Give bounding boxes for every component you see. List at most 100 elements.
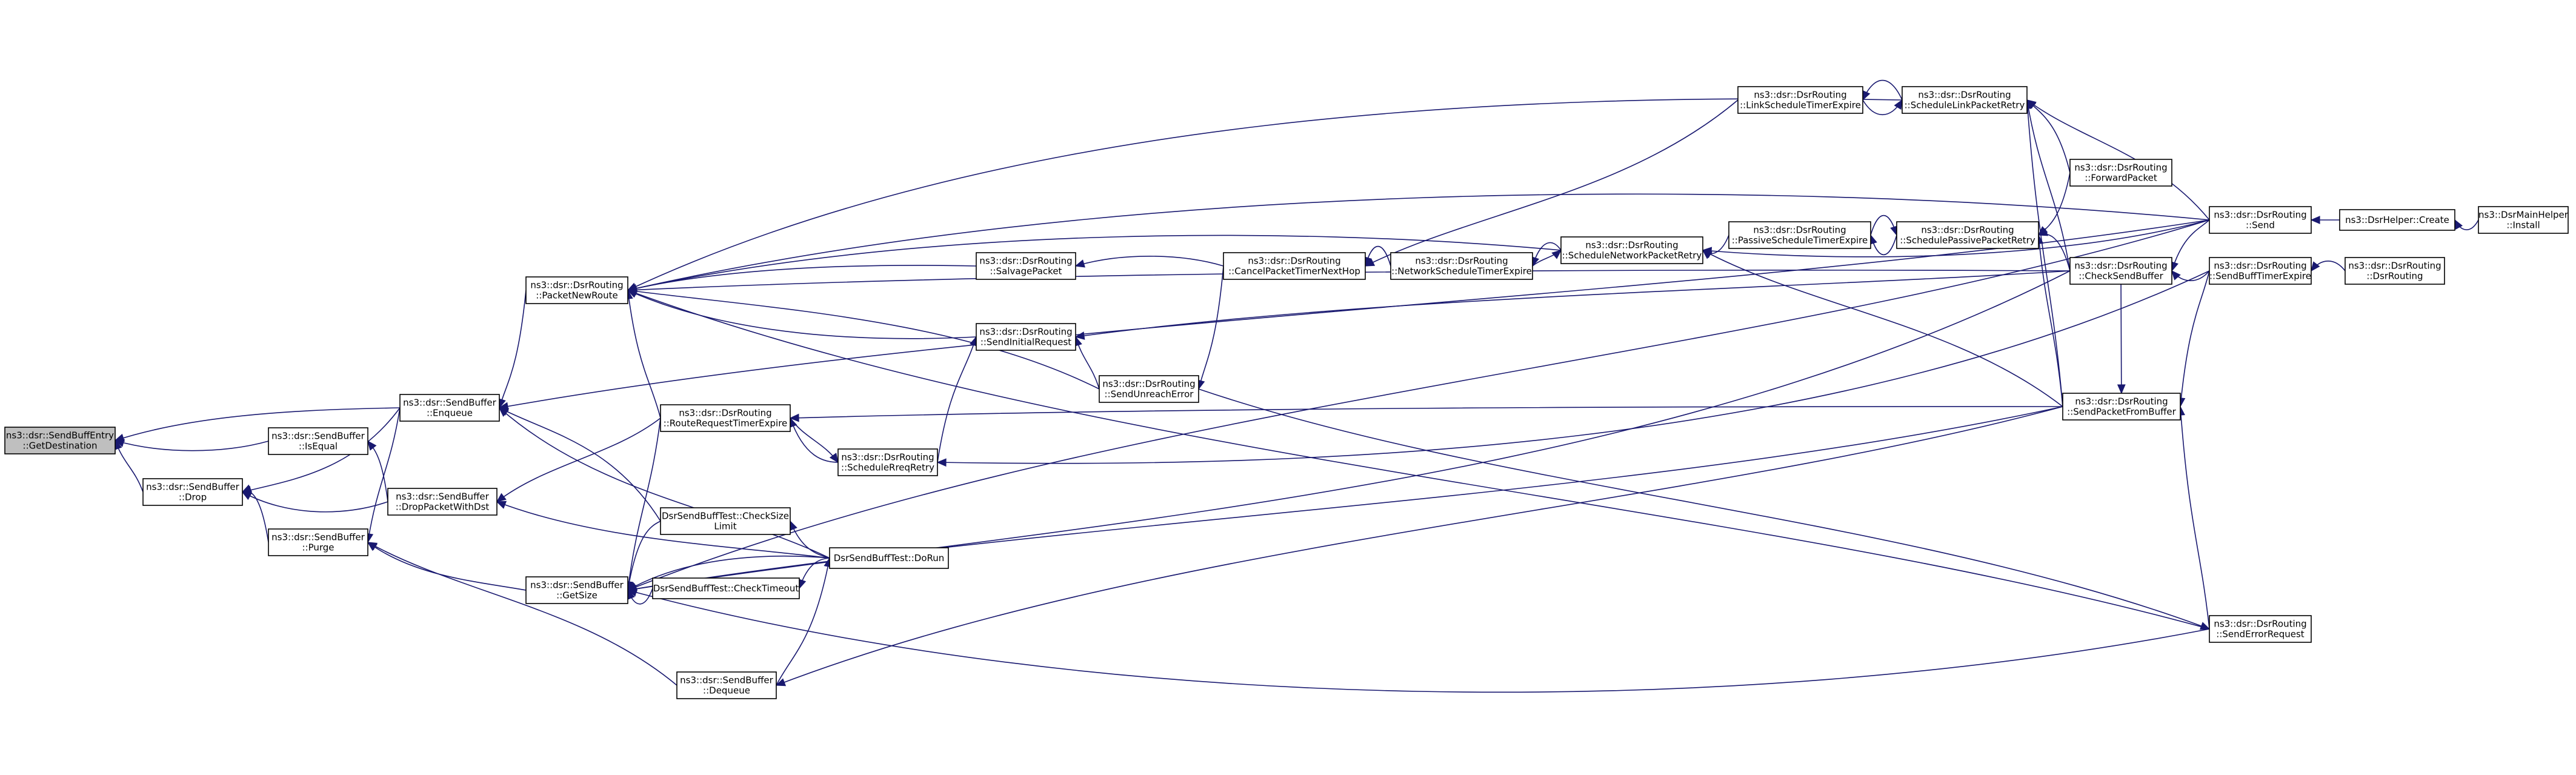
node-getdest[interactable]: ns3::dsr::SendBuffEntry::GetDestination [4,427,116,454]
edge-isequal-to-getdest [115,440,269,451]
node-box-sendunreach[interactable] [1099,375,1199,403]
node-box-schedpassive[interactable] [1896,221,2039,249]
node-netsched[interactable]: ns3::dsr::DsrRouting::NetworkScheduleTim… [1390,252,1533,280]
node-label-checksend-1: ::CheckSendBuffer [2078,271,2163,282]
arrowhead-sendunreach-to-senderror [2199,622,2211,630]
node-box-getdest[interactable] [4,427,116,454]
node-box-cancelpkt[interactable] [1223,252,1366,280]
edge-sendpktbuf-to-schedlink [2026,99,2063,407]
node-box-dequeue[interactable] [676,671,777,699]
node-label-sendbufftimer-1: ::SendBuffTimerExpire [2209,271,2311,282]
node-box-salvage[interactable] [976,252,1076,280]
node-helpercreate[interactable]: ns3::DsrHelper::Create [2339,209,2455,231]
arrowhead-send-to-enqueue [498,402,509,411]
node-box-checktimeout[interactable] [652,577,800,599]
edge-send-to-enqueue [499,219,2210,408]
edge-sendunreach-to-packetnewroute [627,290,1100,390]
node-box-getsize[interactable] [525,576,628,604]
node-senderror[interactable]: ns3::dsr::DsrRouting::SendErrorRequest [2209,615,2312,643]
node-box-senderror[interactable] [2209,615,2312,643]
node-box-send[interactable] [2209,206,2312,234]
node-getsize[interactable]: ns3::dsr::SendBuffer::GetSize [525,576,628,604]
node-box-mainhelper[interactable] [2478,206,2569,234]
node-box-netsched[interactable] [1390,252,1533,280]
node-dequeue[interactable]: ns3::dsr::SendBuffer::Dequeue [676,671,777,699]
node-box-droppkt[interactable] [387,488,498,516]
node-box-passivesched[interactable] [1728,221,1871,249]
edge-routereqtimer-to-schedulereq [790,417,839,463]
node-label-mainhelper-0: ns3::DsrMainHelper [2478,210,2569,221]
node-salvage[interactable]: ns3::dsr::DsrRouting::SalvagePacket [976,252,1076,280]
node-linksched[interactable]: ns3::dsr::DsrRouting::LinkScheduleTimerE… [1737,86,1863,114]
node-drop[interactable]: ns3::dsr::SendBuffer::Drop [142,478,243,506]
edge-sendpktbuf-to-dequeue [776,406,2063,686]
node-box-packetnewroute[interactable] [525,276,628,304]
node-droppkt[interactable]: ns3::dsr::SendBuffer::DropPacketWithDst [387,488,498,516]
node-dsrrouting[interactable]: ns3::dsr::DsrRouting::DsrRouting [2345,257,2445,285]
edge-dequeue-to-purge [367,542,677,686]
node-sendunreach[interactable]: ns3::dsr::DsrRouting::SendUnreachError [1099,375,1199,403]
node-forward[interactable]: ns3::dsr::DsrRouting::ForwardPacket [2069,159,2172,187]
nodes-layer: ns3::dsr::SendBuffEntry::GetDestinationn… [4,86,2569,699]
edge-getsize-to-purge [367,542,527,591]
node-box-linksched[interactable] [1737,86,1863,114]
node-dorun[interactable]: DsrSendBuffTest::DoRun [829,547,949,569]
node-purge[interactable]: ns3::dsr::SendBuffer::Purge [268,528,368,556]
node-label-getdest-1: ::GetDestination [23,441,98,451]
node-label-schedpassive-0: ns3::dsr::DsrRouting [1921,225,2014,236]
edge-passivesched-to-schedpassive [1870,215,1897,236]
node-box-dsrrouting[interactable] [2345,257,2445,285]
node-box-purge[interactable] [268,528,368,556]
node-checksend[interactable]: ns3::dsr::DsrRouting::CheckSendBuffer [2069,257,2172,285]
node-label-sendunreach-1: ::SendUnreachError [1105,389,1194,400]
node-sendpktbuf[interactable]: ns3::dsr::DsrRouting::SendPacketFromBuff… [2062,393,2181,421]
node-isequal[interactable]: ns3::dsr::SendBuffer::IsEqual [268,427,368,455]
node-label-dorun-0: DsrSendBuffTest::DoRun [834,553,945,564]
node-cancelpkt[interactable]: ns3::dsr::DsrRouting::CancelPacketTimerN… [1223,252,1366,280]
arrowhead-sendbufftimer-to-schedulereq [936,458,947,467]
arrowhead-droppkt-to-isequal [367,440,377,451]
node-box-schedlink[interactable] [1902,86,2028,114]
node-box-checksend[interactable] [2069,257,2172,285]
node-mainhelper[interactable]: ns3::DsrMainHelper::Install [2478,206,2569,234]
node-box-isequal[interactable] [268,427,368,455]
edge-enqueue-to-drop [242,407,401,493]
node-send[interactable]: ns3::dsr::DsrRouting::Send [2209,206,2312,234]
node-label-linksched-1: ::LinkScheduleTimerExpire [1740,100,1861,111]
node-box-enqueue[interactable] [399,394,500,422]
node-routereqtimer[interactable]: ns3::dsr::DsrRouting::RouteRequestTimerE… [660,404,791,432]
node-box-drop[interactable] [142,478,243,506]
arrowhead-dorun-to-droppkt [496,501,507,509]
edge-routereqtimer-to-getsize [627,417,661,591]
node-box-routereqtimer[interactable] [660,404,791,432]
node-box-dorun[interactable] [829,547,949,569]
node-label-schednet-1: ::ScheduleNetworkPacketRetry [1562,250,1702,261]
node-label-getdest-0: ns3::dsr::SendBuffEntry [6,430,114,441]
node-box-schednet[interactable] [1560,236,1703,264]
node-sendbufftimer[interactable]: ns3::dsr::DsrRouting::SendBuffTimerExpir… [2209,257,2312,285]
node-schedlink[interactable]: ns3::dsr::DsrRouting::ScheduleLinkPacket… [1902,86,2028,114]
node-passivesched[interactable]: ns3::dsr::DsrRouting::PassiveScheduleTim… [1728,221,1871,249]
node-box-sendbufftimer[interactable] [2209,257,2312,285]
node-label-dequeue-1: ::Dequeue [703,685,750,696]
node-schedulereq[interactable]: ns3::dsr::DsrRouting::ScheduleRreqRetry [837,448,938,476]
arrowhead-cancelpkt-to-salvage [1074,259,1085,268]
node-label-sendbufftimer-0: ns3::dsr::DsrRouting [2214,261,2306,271]
node-box-helpercreate[interactable] [2339,209,2455,231]
node-packetnewroute[interactable]: ns3::dsr::DsrRouting::PacketNewRoute [525,276,628,304]
node-schedpassive[interactable]: ns3::dsr::DsrRouting::SchedulePassivePac… [1896,221,2039,249]
node-box-schedulereq[interactable] [837,448,938,476]
node-box-sendinit[interactable] [976,323,1076,351]
edge-dorun-to-enqueue [499,407,830,559]
node-checktimeout[interactable]: DsrSendBuffTest::CheckTimeout [652,577,800,599]
edge-send-to-checksend [2171,219,2210,271]
node-schednet[interactable]: ns3::dsr::DsrRouting::ScheduleNetworkPac… [1560,236,1703,264]
node-box-sendpktbuf[interactable] [2062,393,2181,421]
node-box-forward[interactable] [2069,159,2172,187]
node-sendinit[interactable]: ns3::dsr::DsrRouting::SendInitialRequest [976,323,1076,351]
edge-routereqtimer-to-packetnewroute [627,290,661,419]
node-box-checksize[interactable] [660,507,791,535]
node-enqueue[interactable]: ns3::dsr::SendBuffer::Enqueue [399,394,500,422]
